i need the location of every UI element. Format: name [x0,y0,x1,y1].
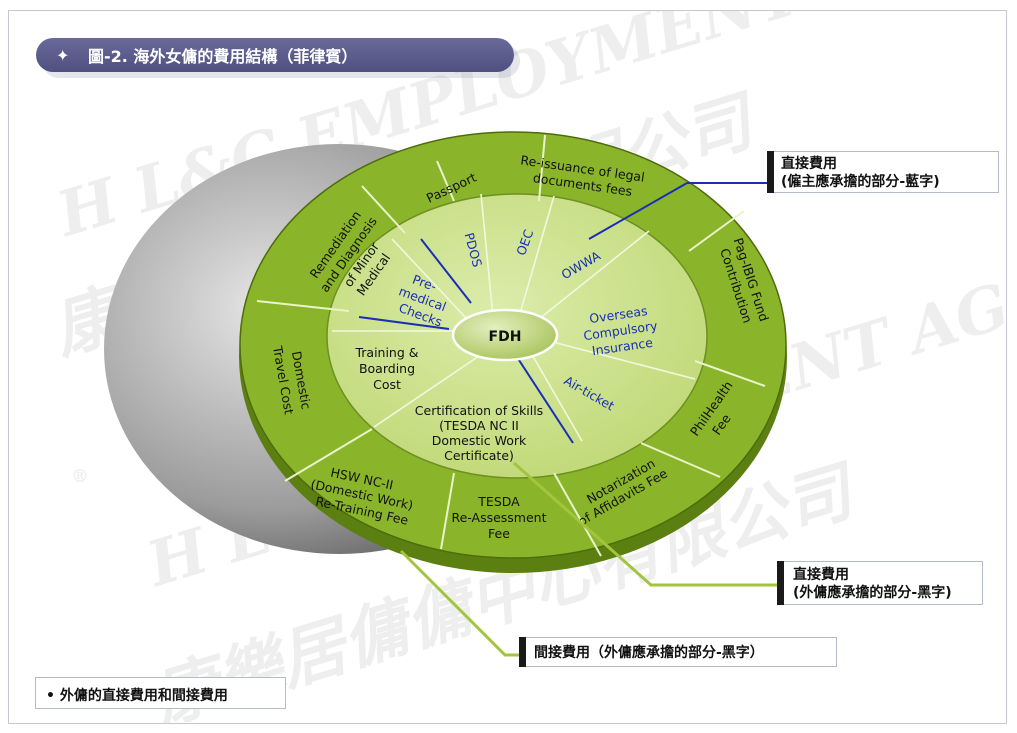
inner-label-training-1: Training & [354,345,418,360]
blue-markers [358,182,688,444]
note-indirect-fdh: 間接費用（外傭應承擔的部分-黑字） [519,637,837,667]
title-bar: ✦ 圖-2. 海外女傭的費用結構（菲律賓） [36,38,514,72]
hub-disc [451,308,559,362]
note-direct-employer-title: 直接費用 [781,156,837,172]
fee-structure-diagram: FDH Passport Re-issuance of legal docume… [104,131,787,657]
outer-dividers [256,134,766,557]
inner-label-training-3: Cost [373,377,401,392]
note-direct-employer: 直接費用 (僱主應承擔的部分-藍字) [767,151,999,193]
footer-caption-text: • 外傭的直接費用和間接費用 [46,688,228,704]
note-direct-fdh-title: 直接費用 [793,567,849,583]
inner-label-cert-2: (TESDA NC II [439,418,519,433]
note-direct-fdh-desc: (外傭應承擔的部分-黑字) [793,585,952,601]
outer-label-tesda-3: Fee [488,526,510,541]
inner-label-cert-4: Certificate) [444,448,514,463]
outer-label-tesda-1: TESDA [477,494,520,509]
note-direct-fdh: 直接費用 (外傭應承擔的部分-黑字) [777,561,983,605]
leader-line-direct-fdh [513,461,777,587]
outer-label-tesda-2: Re-Assessment [451,510,546,525]
inner-label-cert-3: Domestic Work [432,433,527,448]
slide-frame: H L&C EMPLOYMENT AGENCY LTD 康樂居傭傭中心有限公司 … [8,10,1007,724]
note-indirect-fdh-text: 間接費用（外傭應承擔的部分-黑字） [534,645,764,661]
footer-caption: • 外傭的直接費用和間接費用 [35,677,286,709]
page-title: 圖-2. 海外女傭的費用結構（菲律賓） [88,47,358,66]
inner-label-training-2: Boarding [359,361,415,376]
inner-label-cert-1: Certification of Skills [415,403,543,418]
diamond-star-icon: ✦ [56,45,70,65]
inner-dividers [332,193,696,442]
leader-line-indirect [399,549,519,657]
note-direct-employer-desc: (僱主應承擔的部分-藍字) [781,174,940,190]
hub-label: FDH [489,329,522,345]
